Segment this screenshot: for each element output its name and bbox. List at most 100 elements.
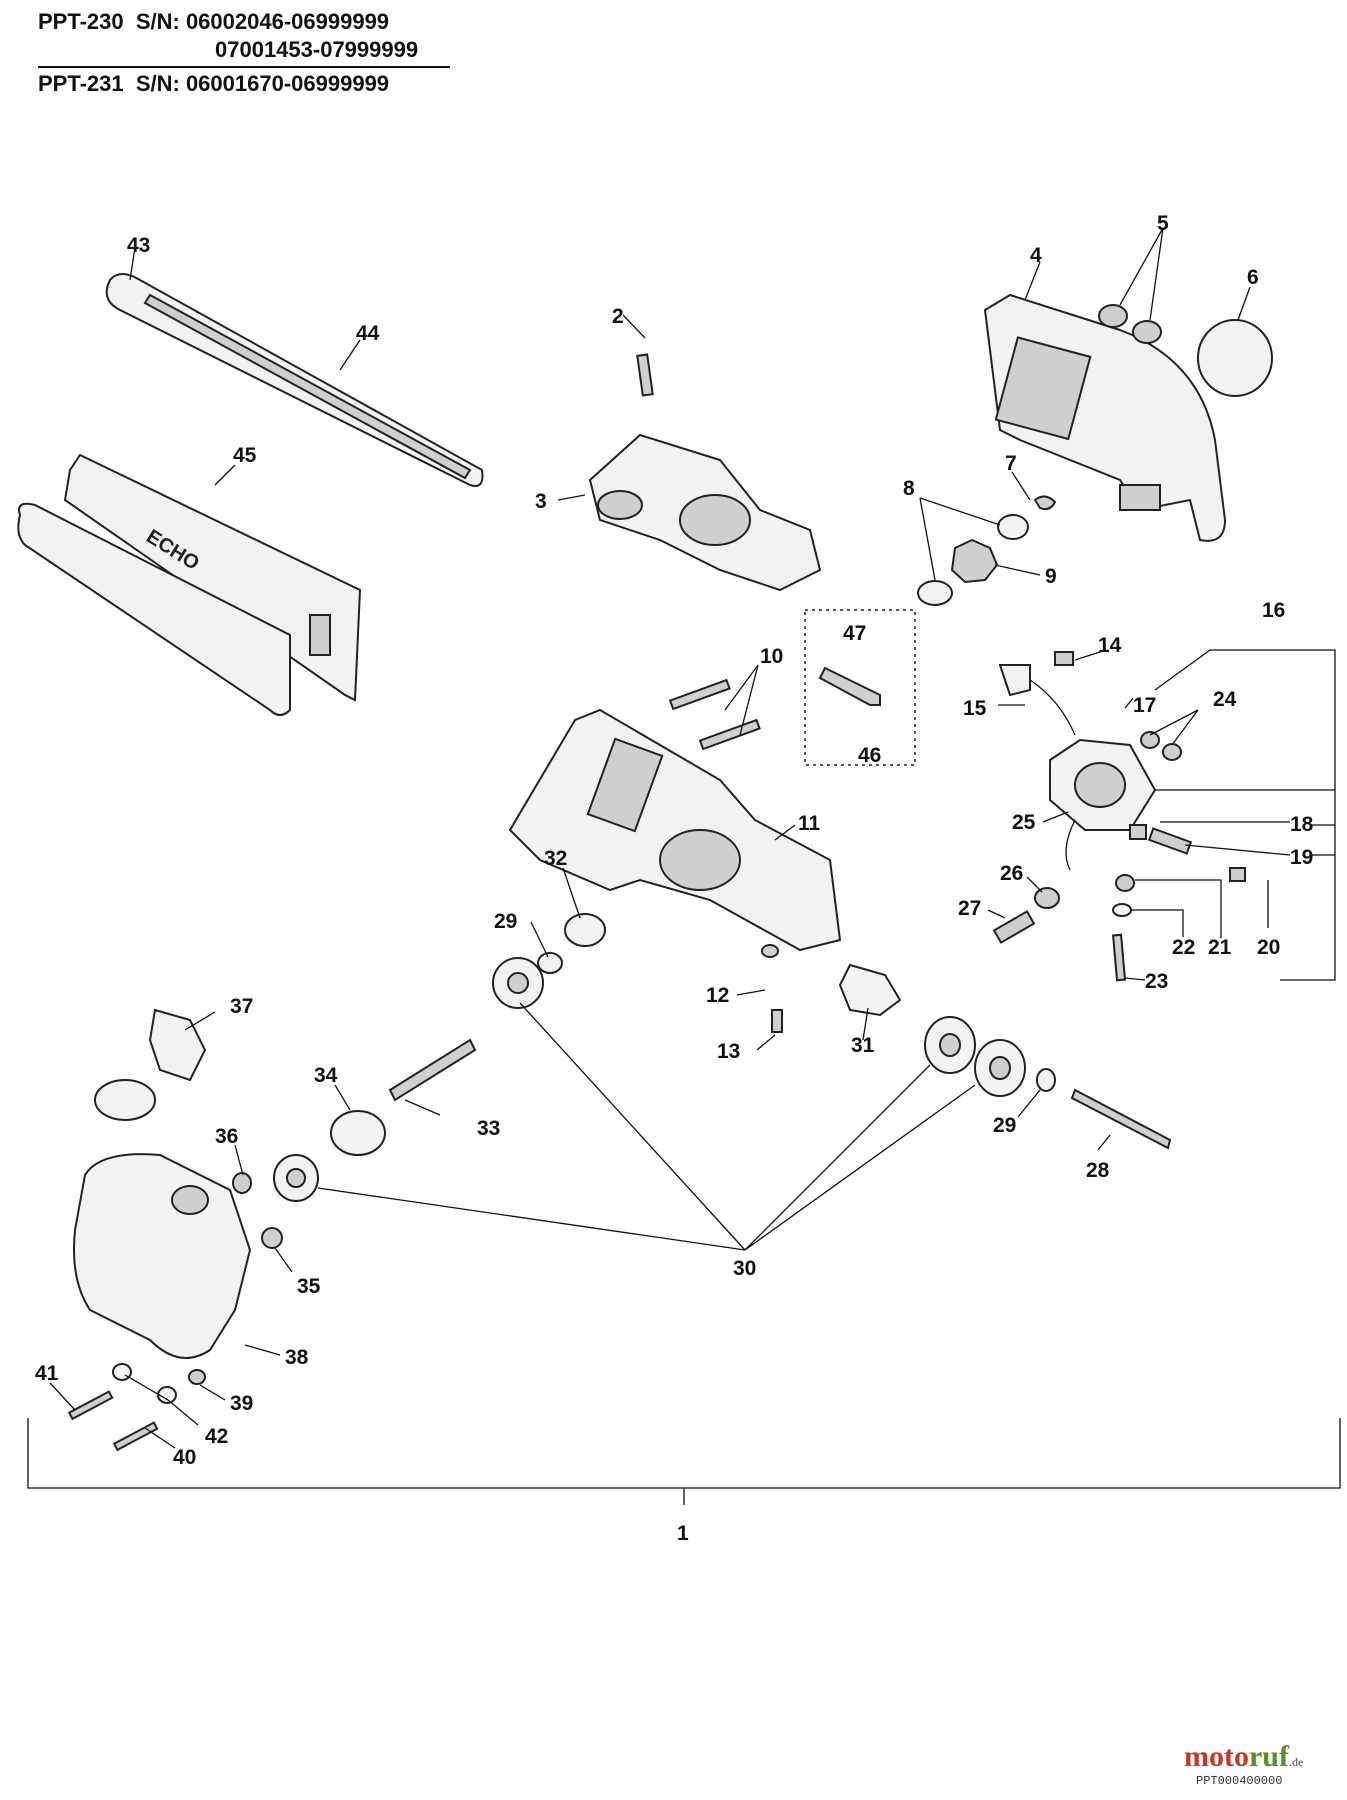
plunger-part-18 — [1129, 824, 1147, 840]
callout-12: 12 — [706, 984, 729, 1007]
watermark-logo: motoruf.de — [1184, 1740, 1303, 1774]
callout-29-second: 29 — [993, 1114, 1016, 1137]
callout-5: 5 — [1157, 212, 1169, 235]
cap-strap-part — [94, 1079, 156, 1121]
callout-44: 44 — [356, 322, 380, 345]
washer-part — [997, 514, 1029, 540]
watermark-suffix: .de — [1288, 1755, 1304, 1769]
callout-26: 26 — [1000, 862, 1023, 885]
bolt-part-27 — [992, 910, 1036, 944]
diagram-code: PPT000400000 — [1196, 1774, 1283, 1788]
callout-46: 46 — [858, 744, 881, 767]
washer-part-42b — [157, 1386, 177, 1404]
cover-disc-part — [1197, 319, 1273, 397]
pin-part-46 — [818, 666, 881, 706]
callout-43: 43 — [127, 234, 150, 257]
callout-8: 8 — [903, 477, 915, 500]
callout-10: 10 — [760, 645, 783, 668]
callout-47: 47 — [843, 622, 866, 645]
callout-38: 38 — [285, 1346, 309, 1369]
screw-part-13 — [771, 1009, 783, 1033]
callout-21: 21 — [1208, 936, 1232, 959]
cap-part-20 — [1229, 867, 1246, 882]
nut-part-36 — [232, 1172, 252, 1194]
callout-17: 17 — [1133, 694, 1156, 717]
screw-part-24a — [1140, 731, 1160, 749]
oil-seal-part-32 — [564, 913, 606, 947]
pin-part-23 — [1112, 933, 1127, 982]
callout-34: 34 — [314, 1064, 338, 1087]
model-line-ppt230: PPT-230 S/N: 06002046-06999999 — [38, 9, 390, 34]
callout-24: 24 — [1213, 688, 1237, 711]
gear-shaft-part-31 — [838, 963, 902, 1017]
callout-1: 1 — [677, 1522, 689, 1545]
bearings-part — [273, 957, 1026, 1202]
callout-2: 2 — [612, 305, 624, 328]
callout-30: 30 — [733, 1257, 756, 1280]
header-divider — [38, 66, 450, 68]
nuts-part — [1098, 304, 1162, 344]
callout-37: 37 — [230, 995, 253, 1018]
chain-cover-part — [983, 293, 1227, 542]
oil-filler-part — [171, 1185, 209, 1215]
callout-32: 32 — [544, 847, 567, 870]
callout-16: 16 — [1262, 599, 1285, 622]
callout-3: 3 — [535, 490, 547, 513]
screw-part — [636, 353, 654, 397]
callout-7: 7 — [1005, 452, 1017, 475]
leader-lines — [27, 227, 1341, 1505]
watermark-text-b: ruf — [1248, 1740, 1289, 1773]
callout-29: 29 — [494, 910, 517, 933]
callout-33: 33 — [477, 1117, 500, 1140]
ring-part-29b — [1036, 1068, 1056, 1092]
callout-31: 31 — [851, 1034, 875, 1057]
callout-14: 14 — [1098, 634, 1122, 657]
callout-22: 22 — [1172, 936, 1195, 959]
callout-20: 20 — [1257, 936, 1280, 959]
rod-part-28 — [1070, 1088, 1172, 1150]
callout-11: 11 — [798, 812, 821, 835]
model-line-ppt230-range2: 07001453-07999999 — [215, 37, 419, 62]
callout-35: 35 — [297, 1275, 321, 1298]
retainer-clip-part — [1033, 495, 1057, 511]
watermark-text-a: moto — [1184, 1740, 1249, 1773]
callout-6: 6 — [1247, 266, 1259, 289]
plug-part-26 — [1034, 887, 1060, 909]
washer-part-22 — [1112, 903, 1132, 917]
screw-part-41 — [67, 1390, 114, 1421]
spring-part-21 — [1115, 874, 1135, 892]
handle-part-38 — [73, 1153, 252, 1359]
callout-45: 45 — [233, 444, 257, 467]
callout-40: 40 — [173, 1446, 196, 1469]
washer-part-b — [917, 580, 953, 606]
callout-28: 28 — [1086, 1159, 1110, 1182]
gear-case-part — [508, 708, 842, 952]
callout-19: 19 — [1290, 846, 1313, 869]
callout-42: 42 — [205, 1425, 228, 1448]
guide-bar-part — [105, 273, 484, 487]
oil-cap-part-37 — [148, 1008, 207, 1082]
callout-36: 36 — [215, 1125, 238, 1148]
ring-part-29 — [537, 952, 563, 974]
callout-41: 41 — [35, 1362, 59, 1385]
washer-part-12 — [761, 944, 779, 958]
screw-part-40 — [112, 1421, 159, 1452]
callout-27: 27 — [958, 897, 981, 920]
gear-part-34 — [330, 1110, 386, 1156]
scabbard-part: ECHO — [17, 453, 362, 716]
callout-18: 18 — [1290, 813, 1314, 836]
callout-23: 23 — [1145, 970, 1168, 993]
model-line-ppt231: PPT-231 S/N: 06001670-06999999 — [38, 71, 390, 96]
callout-13: 13 — [717, 1040, 740, 1063]
gear-case-cover-part — [588, 433, 822, 592]
sprocket-part — [950, 538, 999, 584]
callout-4: 4 — [1030, 244, 1042, 267]
shaft-part-19 — [1147, 827, 1193, 855]
pins-part — [668, 678, 761, 751]
screw-part-24b — [1162, 743, 1182, 761]
shaft-part-33 — [388, 1038, 477, 1102]
callout-25: 25 — [1012, 811, 1036, 834]
callout-9: 9 — [1045, 565, 1057, 588]
filter-part-14 — [1054, 651, 1074, 666]
